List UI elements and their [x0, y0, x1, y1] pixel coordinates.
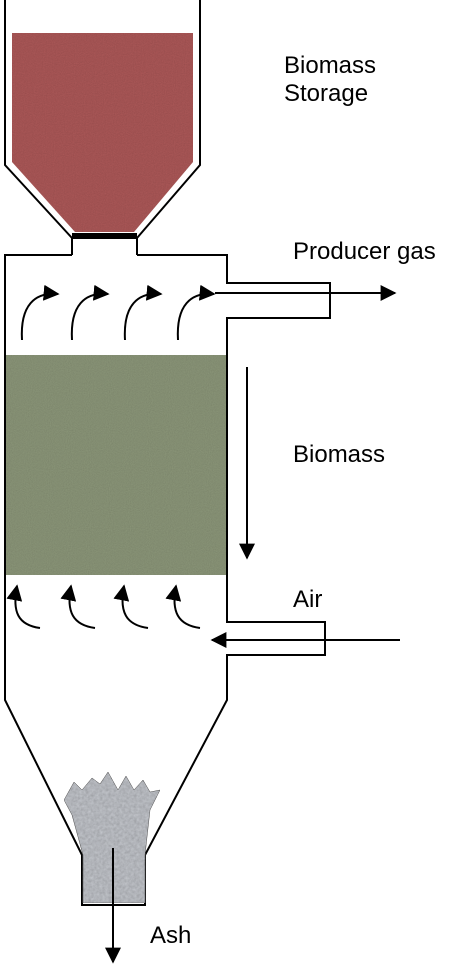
storage-outlet-gate	[72, 233, 137, 239]
ash-pile	[63, 771, 161, 904]
ash-label: Ash	[150, 922, 192, 949]
gas-flow-arrows	[20, 284, 216, 341]
biomass-storage-label-line1: Biomass	[284, 52, 377, 79]
biomass-storage-label: Biomass Storage	[284, 52, 376, 108]
storage-hopper-outline	[4, 0, 201, 239]
biomass-label: Biomass	[293, 441, 386, 468]
biomass-bed	[6, 355, 226, 575]
producer-gas-label: Producer gas	[293, 238, 436, 265]
gasifier-body-outline	[4, 254, 331, 906]
storage-biomass-fill	[12, 33, 193, 232]
air-flow-arrows	[6, 584, 201, 629]
biomass-storage-label-line2: Storage	[284, 80, 369, 107]
air-label: Air	[293, 586, 323, 613]
